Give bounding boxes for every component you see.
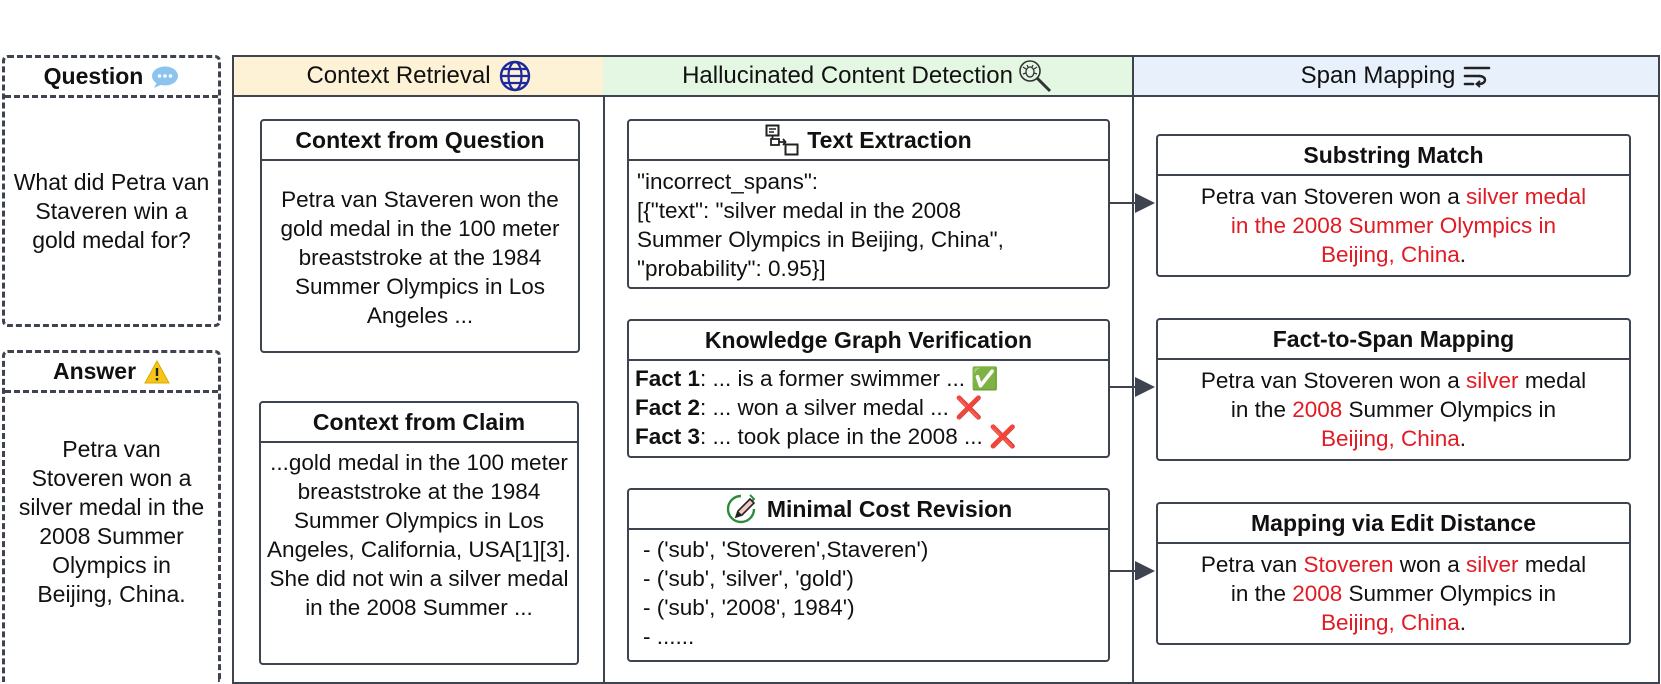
plain-text: Petra van xyxy=(1200,552,1304,577)
hallucinated-span: 2008 xyxy=(1292,581,1343,606)
text-extraction-body: "incorrect_spans": [{"text": "silver med… xyxy=(629,161,1108,289)
edit-distance-title: Mapping via Edit Distance xyxy=(1158,504,1629,544)
context-from-claim-text: ...gold medal in the 100 meter breaststr… xyxy=(267,450,571,620)
fact-row: Fact 1: ... is a former swimmer ... ✅ xyxy=(629,364,1108,393)
magnifier-bug-icon xyxy=(1017,58,1053,94)
hallucinated-span: in the 2008 Summer Olympics in xyxy=(1230,213,1557,238)
plain-text: medal xyxy=(1518,552,1587,577)
mapping-icon xyxy=(1463,63,1491,89)
fact-text: : ... won a silver medal ... xyxy=(700,395,956,420)
hallucinated-span: Beijing, China xyxy=(1320,610,1460,635)
warning-icon xyxy=(144,359,170,384)
plain-text: . xyxy=(1459,426,1467,451)
hallucinated-span: silver xyxy=(1466,552,1519,577)
context-from-claim-box: Context from Claim ...gold medal in the … xyxy=(259,401,579,665)
edit-distance-text: Petra van Stoveren won a silver medal in… xyxy=(1158,544,1629,645)
fact-to-span-title: Fact-to-Span Mapping xyxy=(1158,320,1629,360)
hallucinated-span: silver medal xyxy=(1466,184,1587,209)
extract-icon xyxy=(765,124,799,156)
text-extraction-line: Summer Olympics in Beijing, China", xyxy=(637,227,1004,252)
hallucinated-span: silver xyxy=(1466,368,1519,393)
substring-match-text: Petra van Stoveren won a silver medal in… xyxy=(1158,176,1629,277)
hallucinated-span: Stoveren xyxy=(1303,552,1394,577)
edit-distance-box: Mapping via Edit Distance Petra van Stov… xyxy=(1156,502,1631,645)
min-cost-revision-box: Minimal Cost Revision - ('sub', 'Stovere… xyxy=(627,488,1110,662)
revision-line: - ('sub', 'Stoveren',Staveren') xyxy=(643,537,929,562)
fact-row: Fact 3: ... took place in the 2008 ... ❌ xyxy=(629,422,1108,451)
plain-text: Summer Olympics in xyxy=(1342,581,1557,606)
min-cost-revision-header: Minimal Cost Revision xyxy=(629,490,1108,530)
answer-text: Petra van Stoveren won a silver medal in… xyxy=(18,436,205,607)
span-mapping-header: Span Mapping xyxy=(1134,57,1658,97)
plain-text: Petra van Stoveren won a xyxy=(1200,184,1467,209)
context-retrieval-title: Context Retrieval xyxy=(306,62,491,89)
fact-label: Fact 2 xyxy=(635,395,701,420)
context-retrieval-header: Context Retrieval xyxy=(234,57,603,97)
min-cost-revision-body: - ('sub', 'Stoveren',Staveren') - ('sub'… xyxy=(629,530,1108,651)
cross-mark-icon: ❌ xyxy=(988,424,1017,449)
plain-text: medal xyxy=(1518,368,1587,393)
globe-icon xyxy=(499,60,531,92)
plain-text: in the xyxy=(1230,581,1293,606)
answer-title: Answer xyxy=(52,358,137,384)
speech-bubble-icon xyxy=(151,65,179,89)
kg-verification-title: Knowledge Graph Verification xyxy=(629,321,1108,361)
revision-line: - ('sub', 'silver', 'gold') xyxy=(643,566,854,591)
fact-to-span-text: Petra van Stoveren won a silver medal in… xyxy=(1158,360,1629,461)
context-from-question-title: Context from Question xyxy=(262,121,578,161)
hallucinated-span: Beijing, China xyxy=(1320,242,1460,267)
hallucinated-span: Beijing, China xyxy=(1320,426,1460,451)
fact-text: : ... took place in the 2008 ... xyxy=(700,424,989,449)
context-from-claim-title: Context from Claim xyxy=(261,403,577,443)
text-extraction-line: "incorrect_spans": xyxy=(637,169,819,194)
min-cost-revision-title: Minimal Cost Revision xyxy=(766,496,1013,522)
context-from-question-box: Context from Question Petra van Staveren… xyxy=(260,119,580,353)
fact-to-span-box: Fact-to-Span Mapping Petra van Stoveren … xyxy=(1156,318,1631,461)
fact-label: Fact 3 xyxy=(635,424,701,449)
edit-cycle-icon xyxy=(725,493,759,525)
span-mapping-panel: Span Mapping Substring Match Petra van S… xyxy=(1132,55,1660,684)
plain-text: . xyxy=(1459,610,1467,635)
context-from-question-text: Petra van Staveren won the gold medal in… xyxy=(280,187,560,328)
text-extraction-line: "probability": 0.95}] xyxy=(637,256,826,281)
answer-panel: Answer Petra van Stoveren won a silver m… xyxy=(2,350,221,682)
span-mapping-title: Span Mapping xyxy=(1300,62,1456,89)
fact-label: Fact 1 xyxy=(635,366,701,391)
context-retrieval-panel: Context Retrieval Context from Question … xyxy=(232,55,605,684)
question-text: What did Petra van Staveren win a gold m… xyxy=(13,169,210,253)
fact-text: : ... is a former swimmer ... xyxy=(700,366,972,391)
substring-match-box: Substring Match Petra van Stoveren won a… xyxy=(1156,134,1631,277)
revision-line: - ('sub', '2008', 1984') xyxy=(643,595,855,620)
text-extraction-line: [{"text": "silver medal in the 2008 xyxy=(637,198,962,223)
text-extraction-title: Text Extraction xyxy=(807,127,972,153)
kg-verification-box: Knowledge Graph Verification Fact 1: ...… xyxy=(627,319,1110,458)
detection-header: Hallucinated Content Detection xyxy=(603,57,1132,97)
fact-row: Fact 2: ... won a silver medal ... ❌ xyxy=(629,393,1108,422)
detection-title: Hallucinated Content Detection xyxy=(682,62,1013,89)
plain-text: . xyxy=(1459,242,1467,267)
plain-text: in the xyxy=(1230,397,1293,422)
answer-header: Answer xyxy=(5,353,218,393)
text-extraction-header: Text Extraction xyxy=(629,121,1108,161)
hallucinated-span: 2008 xyxy=(1292,397,1343,422)
question-panel: Question What did Petra van Staveren win… xyxy=(2,55,221,327)
flow-arrows xyxy=(1110,193,1155,580)
kg-verification-body: Fact 1: ... is a former swimmer ... ✅ Fa… xyxy=(629,361,1108,451)
plain-text: Petra van Stoveren won a xyxy=(1200,368,1467,393)
plain-text: Summer Olympics in xyxy=(1342,397,1557,422)
cross-mark-icon: ❌ xyxy=(955,395,983,420)
detection-panel: Hallucinated Content Detection xyxy=(603,55,1134,684)
substring-match-title: Substring Match xyxy=(1158,136,1629,176)
text-extraction-box: Text Extraction "incorrect_spans": [{"te… xyxy=(627,119,1110,289)
question-header: Question xyxy=(5,58,218,98)
plain-text: won a xyxy=(1393,552,1467,577)
question-title: Question xyxy=(43,63,144,89)
revision-line: - ...... xyxy=(643,624,695,649)
check-mark-icon: ✅ xyxy=(971,366,999,391)
